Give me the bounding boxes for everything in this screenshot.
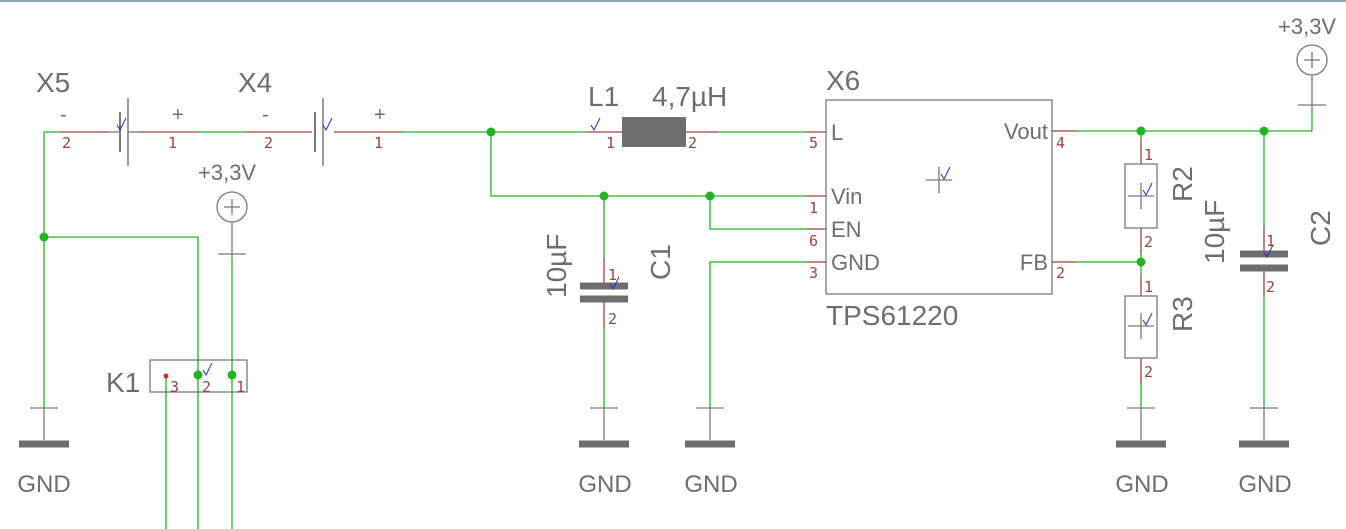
capacitor-c2[interactable]: 1 2 10µF C2 [1199, 200, 1336, 296]
c2-value: 10µF [1199, 200, 1230, 264]
l1-pin-2: 2 [688, 134, 697, 152]
l1-pin-1: 1 [606, 134, 615, 152]
r3-name: R3 [1167, 296, 1198, 332]
gnd-x6[interactable]: GND [684, 407, 738, 498]
gnd-x5[interactable]: GND [17, 407, 71, 498]
k1-pin-1: 1 [236, 378, 245, 396]
c1-pin-2: 2 [608, 310, 617, 328]
battery-x5[interactable]: X5 - + 2 1 [36, 67, 198, 166]
x6-pin-4: 4 [1056, 134, 1065, 152]
l1-value: 4,7µH [652, 81, 727, 112]
gnd-x6-label: GND [684, 471, 737, 498]
c1-name: C1 [645, 244, 676, 280]
inductor-l1[interactable]: L1 4,7µH 1 2 [586, 81, 727, 152]
x6-pin-l-label: L [831, 120, 843, 145]
gnd-r3[interactable]: GND [1115, 407, 1169, 498]
x4-minus: - [262, 104, 269, 126]
battery-x4[interactable]: X4 - + 2 1 [238, 67, 402, 166]
x4-pin-1: 1 [374, 134, 383, 152]
x5-pin-2: 2 [62, 134, 71, 152]
x6-part: TPS61220 [826, 300, 958, 331]
gnd-c1[interactable]: GND [578, 407, 632, 498]
c2-name: C2 [1305, 210, 1336, 246]
x6-pin-6: 6 [809, 232, 818, 250]
x5-name: X5 [36, 67, 70, 98]
l1-name: L1 [588, 81, 619, 112]
x5-pin-1: 1 [168, 134, 177, 152]
x6-pin-fb-label: FB [1020, 250, 1048, 275]
r2-pin-1: 1 [1144, 146, 1153, 164]
c1-pin-1: 1 [608, 266, 617, 284]
x6-pin-2: 2 [1056, 264, 1065, 282]
vcc-left-label: +3,3V [198, 160, 256, 185]
k1-pin-3: 3 [170, 378, 179, 396]
resistor-r3[interactable]: 1 2 R3 [1124, 276, 1198, 384]
ic-x6[interactable]: X6 TPS61220 L Vin EN GND Vout FB 5 1 6 3… [806, 65, 1076, 331]
gnd-x5-label: GND [17, 471, 70, 498]
x6-pin-vout-label: Vout [1004, 119, 1048, 144]
k1-pin-2: 2 [202, 378, 211, 396]
gnd-c2[interactable]: GND [1238, 407, 1292, 498]
r3-pin-2: 2 [1144, 363, 1153, 381]
supply-vcc-right[interactable]: +3,3V [1278, 14, 1336, 108]
x6-pin-gnd-label: GND [831, 250, 880, 275]
x6-pin-5: 5 [809, 134, 818, 152]
x4-plus: + [374, 104, 386, 126]
supply-vcc-left[interactable]: +3,3V [198, 160, 256, 260]
x4-pin-2: 2 [264, 134, 273, 152]
x4-name: X4 [238, 67, 272, 98]
capacitor-c1[interactable]: 1 2 10µF C1 [541, 234, 676, 328]
c2-pin-2: 2 [1266, 278, 1275, 296]
x6-name: X6 [826, 65, 860, 96]
c1-value: 10µF [541, 234, 572, 298]
gnd-c1-label: GND [578, 471, 631, 498]
x6-pin-1: 1 [809, 199, 818, 217]
junctions [39, 126, 1269, 380]
gnd-r3-label: GND [1115, 471, 1168, 498]
r2-name: R2 [1167, 166, 1198, 202]
connector-k1[interactable]: K1 3 2 1 [106, 359, 248, 398]
x5-plus: + [172, 104, 184, 126]
k1-name: K1 [106, 367, 140, 398]
x6-pin-en-label: EN [831, 217, 862, 242]
x5-minus: - [60, 104, 67, 126]
c2-pin-1: 1 [1266, 232, 1275, 250]
gnd-c2-label: GND [1238, 471, 1291, 498]
resistor-r2[interactable]: 1 2 R2 [1124, 140, 1198, 254]
x6-pin-vin-label: Vin [831, 184, 862, 209]
r2-pin-2: 2 [1144, 233, 1153, 251]
wires [43, 108, 1313, 529]
r3-pin-1: 1 [1144, 278, 1153, 296]
vcc-right-label: +3,3V [1278, 14, 1336, 39]
x6-pin-3: 3 [809, 264, 818, 282]
